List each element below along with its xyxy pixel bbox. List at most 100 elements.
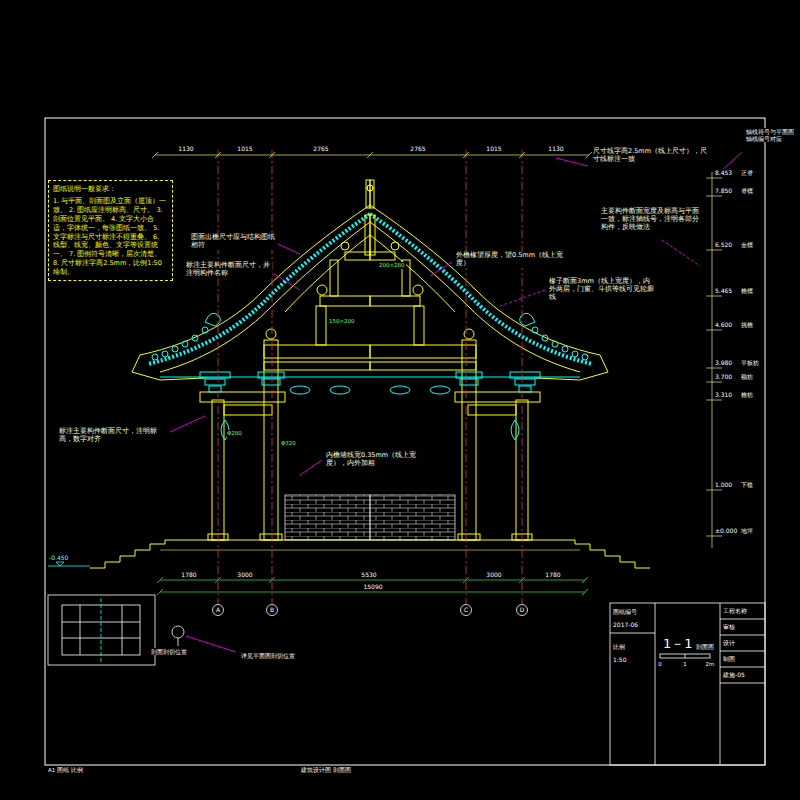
axis-bubbles [461,605,472,616]
drawing-subtitle: 剖面图 [695,643,715,650]
elevation-value: 6.520 [714,241,733,248]
dimension: 1130 [177,145,194,152]
axis-lines [218,150,219,604]
dimension: 5530 [360,571,377,578]
title-block [660,654,710,658]
elevation-name: 地坪 [740,527,754,534]
leader-lines [430,262,452,276]
leader-lines [662,240,700,266]
elevation-name: 平板枋 [740,359,760,366]
level-mark [48,562,90,566]
title-cell: 2017-06 [612,621,639,628]
title-cell: 工程名称 [722,607,748,614]
dimension: 2765 [312,145,329,152]
dimension: 15090 [362,583,383,590]
callout-note: 主要构件断面宽度及标高与平面一致，标注轴线号，注明各部分构件，反映做法 [600,208,702,231]
bottom-dimension [160,592,585,593]
title-cell: 比例 [612,643,626,650]
elevation-value: 4.600 [714,321,733,328]
member-size: 150×200 [328,318,356,325]
elevation-name: 檐檩 [740,287,754,294]
level-value: -0.450 [48,554,69,561]
dimension: 2765 [409,145,426,152]
elevation-value: 3.980 [714,359,733,366]
axis-lines [272,150,273,604]
title-cell: 图纸编号 [612,608,638,615]
top-dimension [152,152,592,158]
key-plan [101,598,102,662]
elevation-value: 7.850 [714,187,733,194]
dimension: 1780 [544,571,561,578]
elevation-name: 挑檐 [740,321,754,328]
title-cell: 审核 [722,623,736,630]
elevation-name: 正脊 [740,169,754,176]
axis-bubbles [213,605,528,616]
dimension: 1015 [236,145,253,152]
title-block [610,603,765,765]
elevation-value: 3.310 [714,391,733,398]
callout-note: 尺寸线字高2.5mm（线上尺寸），尺寸线标注一致 [592,148,712,164]
elevation-value: 5.465 [714,287,733,294]
member-size: Φ280 [226,430,243,437]
elevation-name: 檐枋 [740,391,754,398]
title-cell: 设计 [722,639,736,646]
leader-lines [278,244,300,254]
callout-note: 内檐墙线宽0.35mm（线上宽度），内外加粗 [325,452,427,468]
axis-label: B [269,606,275,613]
title-block [610,603,765,765]
section-symbol [172,626,184,638]
section-symbol [172,626,184,646]
elevation-name: 金檩 [740,241,754,248]
leader-lines [170,152,742,652]
dimension: 1130 [547,145,564,152]
bottom-dimension [157,577,588,595]
callout-note: 标注主要构件断面尺寸，并注明构件名称 [185,262,272,278]
axis-bubbles [267,605,278,616]
callout-note: 椽子断面3mm（线上宽度），内外两层，门窗、斗拱等线可见轮廓线 [548,278,655,301]
elevation-name: 下槛 [740,481,754,488]
leader-lines [500,290,545,306]
title-block [610,603,765,765]
title-block [685,654,686,658]
bottom-dimension [157,577,588,595]
dimension: 3000 [485,571,502,578]
elevation-value: 3.700 [714,373,733,380]
callout-note: 图面出檐尺寸应与结构图纸相符 [190,234,277,250]
sheet-border [45,118,765,765]
axis-lines [218,150,522,604]
axis-lines [522,150,523,604]
leader-lines [170,416,205,432]
axis-lines [466,150,467,604]
member-size: 200×280 [378,262,406,269]
axis-bubbles [517,605,528,616]
callout-note: 剖面剖切位置 [150,648,188,655]
leader-lines [300,460,322,475]
title-cell: 1:50 [612,656,627,663]
elevation-scale [712,172,713,548]
drawing-title: 1－1 [662,636,694,652]
level-mark [48,562,90,566]
callout-note: 外檐椽望厚度，望0.5mm（线上宽度） [455,252,567,268]
elevation-name: 脊檩 [740,187,754,194]
elevation-value: 8.453 [714,169,733,176]
scale-mark: 2m [705,661,716,668]
leader-lines [556,158,588,166]
scale-mark: 1 [682,661,688,668]
section-symbol [178,638,179,646]
dimension: 1015 [485,145,502,152]
axis-label: D [519,606,526,613]
dimension: 1780 [180,571,197,578]
elevation-name: 额枋 [740,373,754,380]
axis-bubbles [213,605,224,616]
elevation-value: ±0.000 [714,527,738,534]
title-cell: 建施-05 [722,671,746,678]
notes-box: 图纸说明一般要求：1. 与平面、剖面图及立面（屋顶）一致。 2. 图纸应注明标高… [48,180,173,281]
title-cell: 制图 [722,655,736,662]
notes-heading: 图纸说明一般要求： [53,185,168,194]
axis-label: A [215,606,221,613]
dimension: 3000 [236,571,253,578]
